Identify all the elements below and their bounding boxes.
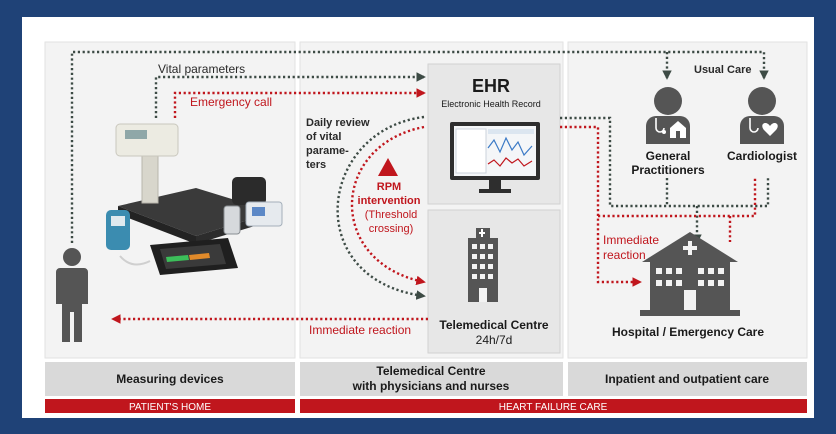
label-immediate-reaction-left: Immediate reaction <box>309 323 411 337</box>
telemedical-centre-title: Telemedical Centre <box>439 318 548 332</box>
label-hospital: Hospital / Emergency Care <box>612 325 764 339</box>
band-patients-home <box>45 399 295 413</box>
daily-review-line: ters <box>306 159 326 171</box>
daily-review-line: parame- <box>306 145 349 157</box>
footer-telemedical-centre: Telemedical Centre <box>376 364 485 378</box>
label-cardiologist: Cardiologist <box>727 149 797 163</box>
label-vital-parameters: Vital parameters <box>158 62 245 76</box>
hospital-icon <box>640 232 740 316</box>
emergency-call-arrow <box>173 88 426 118</box>
footer-with-physicians: with physicians and nurses <box>352 379 510 393</box>
rpm-line: (Threshold <box>365 209 418 221</box>
band-heart-failure-care <box>300 399 807 413</box>
label-gp-line: Practitioners <box>631 163 705 177</box>
daily-review-arc <box>336 115 426 300</box>
ehr-subtitle: Electronic Health Record <box>441 99 541 109</box>
footer-inpatient-care: Inpatient and outpatient care <box>605 372 769 386</box>
rpm-line: RPM <box>377 181 401 193</box>
rpm-intervention-arc <box>350 125 426 286</box>
label-gp-line: General <box>646 149 691 163</box>
footer-measuring-devices: Measuring devices <box>116 372 224 386</box>
rpm-line: intervention <box>358 195 421 207</box>
immediate-reaction-right-arrow <box>560 125 642 287</box>
band-label-heart-failure-care: HEART FAILURE CARE <box>499 402 608 413</box>
warning-triangle-icon <box>378 158 398 176</box>
label-immediate-reaction-right: Immediate <box>603 233 659 247</box>
band-label-patients-home: PATIENT'S HOME <box>129 402 211 413</box>
label-immediate-reaction-right: reaction <box>603 248 646 262</box>
daily-review-label: Daily review of vital parame- ters <box>306 117 370 171</box>
footer-section-measuring <box>45 362 295 396</box>
footer-section-telemedical <box>300 362 563 396</box>
daily-review-line: Daily review <box>306 117 370 129</box>
cardiologist-icon <box>740 87 784 144</box>
ehr-title: EHR <box>472 76 510 96</box>
building-icon <box>468 228 498 302</box>
daily-review-line: of vital <box>306 131 341 143</box>
label-usual-care: Usual Care <box>694 64 751 76</box>
person-icon <box>56 248 88 342</box>
computer-monitor-icon <box>450 122 540 193</box>
rpm-label: RPM intervention (Threshold crossing) <box>358 181 421 235</box>
label-emergency-call: Emergency call <box>190 95 272 109</box>
doctor-icon <box>646 87 690 144</box>
telemedical-centre-hours: 24h/7d <box>476 333 513 347</box>
footer-section-inpatient <box>568 362 807 396</box>
rpm-line: crossing) <box>369 223 414 235</box>
measuring-devices-image <box>106 123 283 275</box>
